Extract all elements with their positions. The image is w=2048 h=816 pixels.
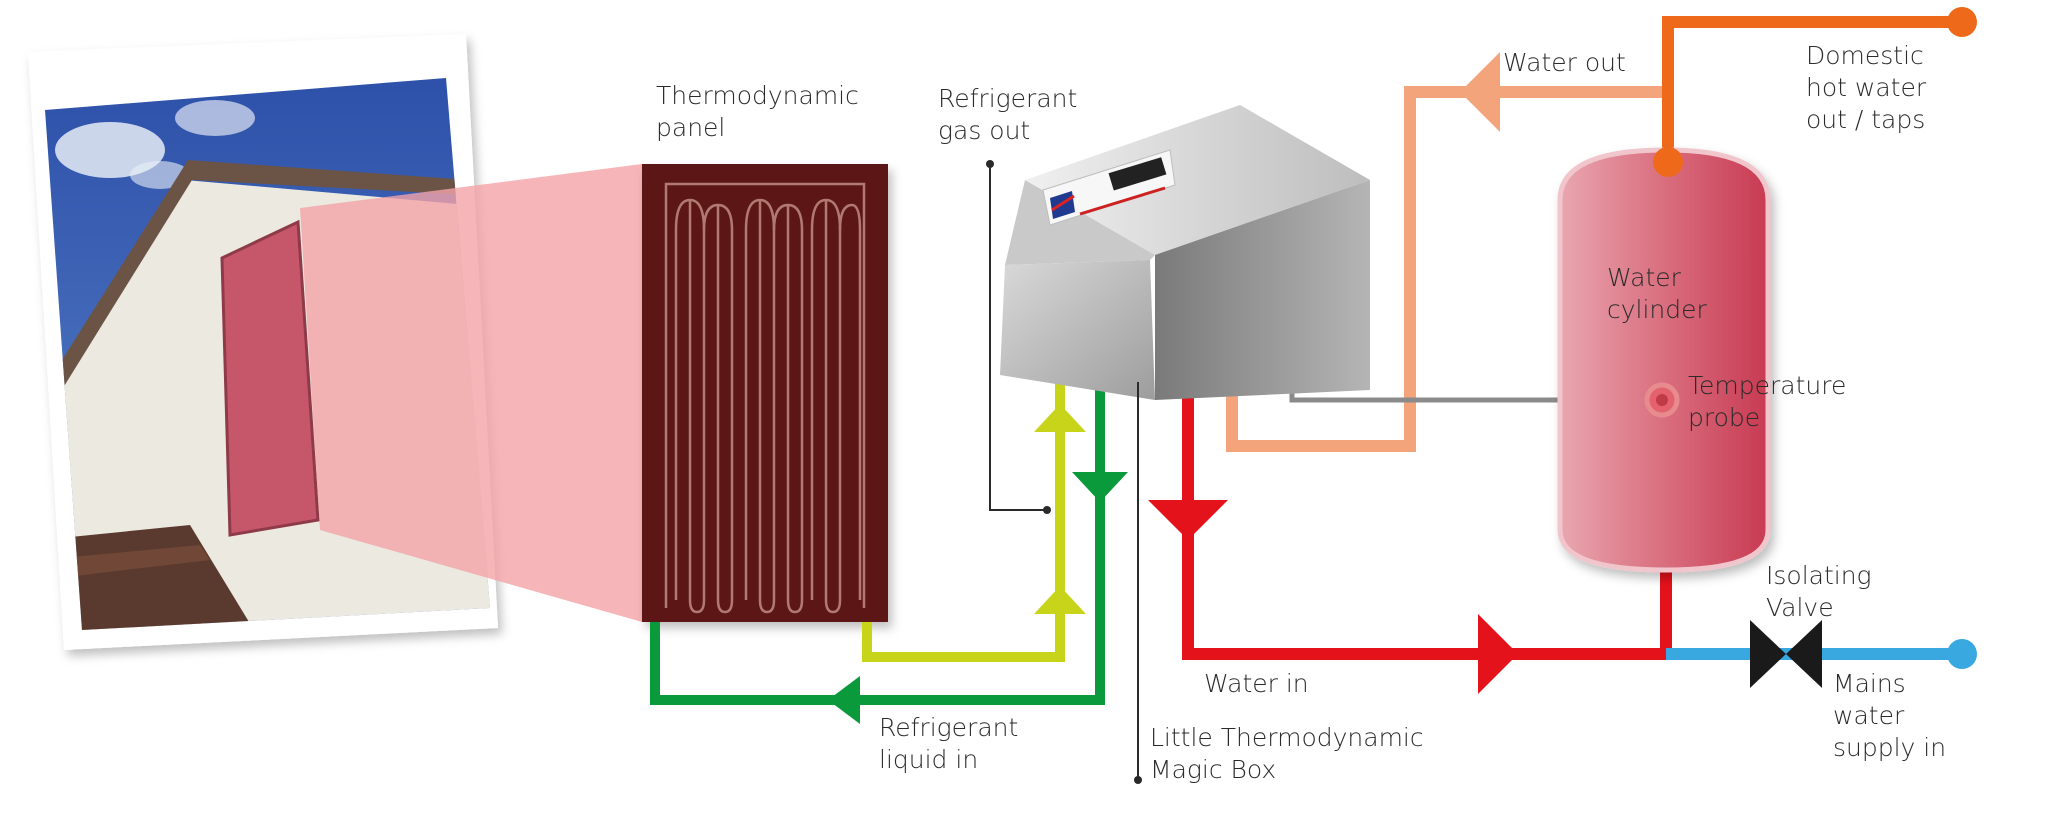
water-in-arrow-right-icon bbox=[1478, 614, 1518, 694]
gas-out-leader-line bbox=[989, 164, 1047, 511]
thermodynamic-panel bbox=[642, 164, 888, 622]
gas-arrow-up-icon-2 bbox=[1034, 586, 1086, 614]
refrigerant-liquid-pipe bbox=[650, 380, 1105, 705]
label-water-in: Water in bbox=[1204, 669, 1309, 698]
liquid-arrow-down-icon bbox=[1072, 472, 1128, 502]
water-out-arrow-icon bbox=[1460, 52, 1500, 132]
liquid-arrow-left-icon bbox=[828, 676, 860, 724]
water-in-arrow-down-icon bbox=[1148, 500, 1228, 540]
label-water-out: Water out bbox=[1503, 48, 1626, 77]
gas-arrow-up-icon-1 bbox=[1034, 404, 1086, 432]
hot-water-pipe bbox=[1662, 16, 1960, 160]
isolating-valve-icon bbox=[1750, 620, 1822, 688]
refrigerant-gas-pipe bbox=[862, 380, 1065, 662]
mains-inlet bbox=[1947, 639, 1977, 669]
hot-water-outlet bbox=[1947, 7, 1977, 37]
zoom-beam bbox=[300, 164, 642, 622]
cylinder-hot-outlet bbox=[1653, 147, 1683, 177]
magic-box bbox=[1000, 105, 1370, 400]
water-cylinder bbox=[1557, 147, 1771, 573]
